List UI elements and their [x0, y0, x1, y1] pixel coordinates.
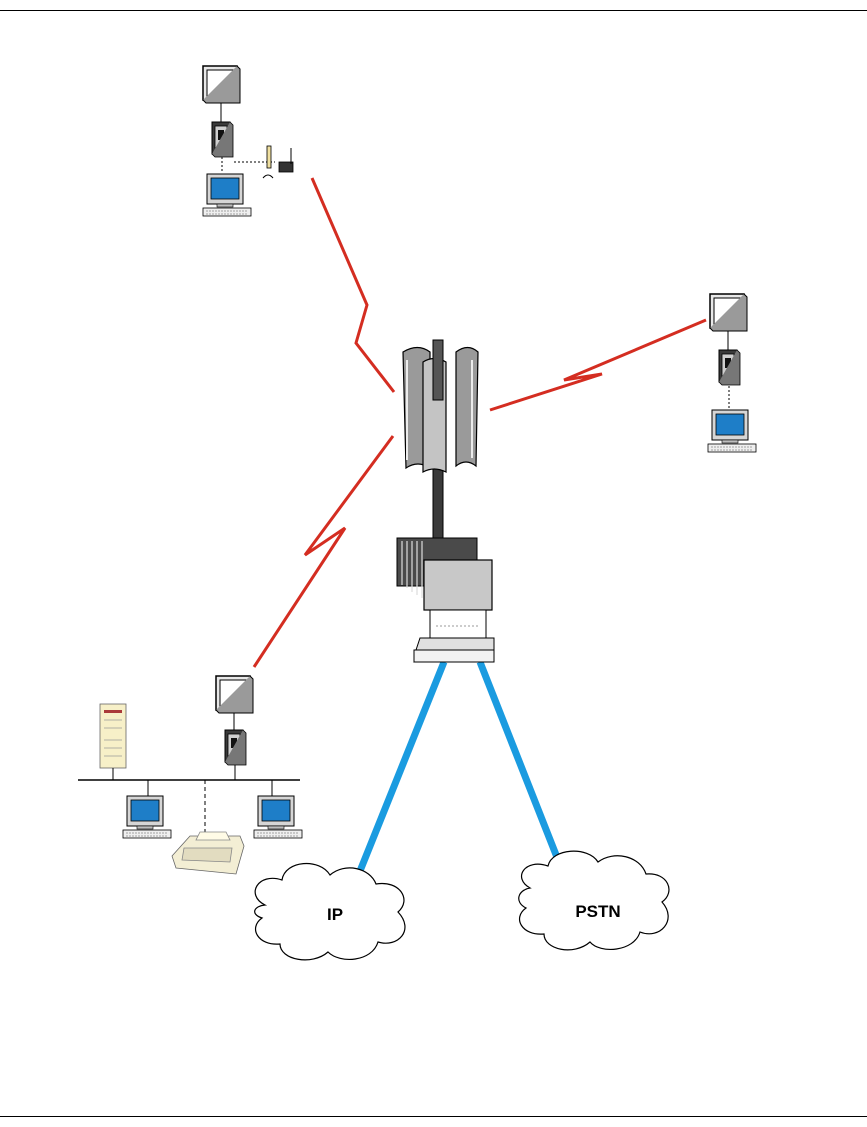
- subscriber-unit-icon: [719, 350, 740, 385]
- base-station-cabinet: [397, 538, 494, 662]
- site-right: [708, 294, 756, 452]
- radio-link-top: [312, 178, 394, 392]
- computer-icon: [203, 174, 251, 216]
- ip-cloud: IP: [255, 864, 405, 960]
- site-top-left: [203, 66, 293, 216]
- printer-icon: [172, 832, 244, 874]
- computer-icon: [254, 796, 302, 838]
- pstn-cloud-label: PSTN: [575, 902, 620, 921]
- server-icon: [100, 704, 126, 768]
- radio-link-bottom: [254, 436, 393, 667]
- panel-antenna-icon: [216, 676, 253, 713]
- site-lan: [78, 676, 302, 874]
- panel-antenna-icon: [710, 294, 747, 331]
- panel-antenna-icon: [203, 66, 240, 103]
- computer-icon: [123, 796, 171, 838]
- wired-link-ip: [358, 662, 444, 876]
- pstn-cloud: PSTN: [519, 851, 669, 950]
- wired-link-pstn: [480, 662, 562, 870]
- subscriber-unit-icon: [212, 122, 233, 157]
- phone-icon: [263, 146, 293, 178]
- radio-link-right: [490, 320, 706, 410]
- computer-icon: [708, 410, 756, 452]
- subscriber-unit-icon: [225, 730, 246, 765]
- cellular-tower-antenna: [403, 340, 478, 540]
- ip-cloud-label: IP: [327, 905, 343, 924]
